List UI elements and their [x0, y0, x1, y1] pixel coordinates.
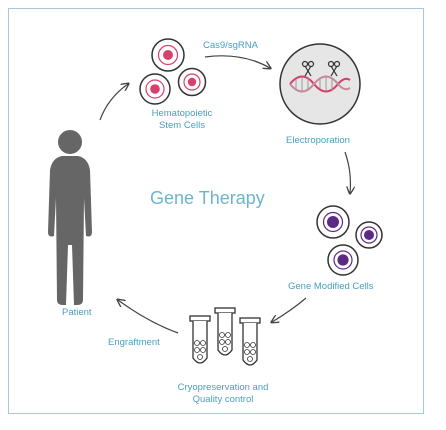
cas9-label: Cas9/sgRNA — [203, 40, 258, 51]
patient-label: Patient — [62, 307, 92, 318]
modified-cells-label: Gene Modified Cells — [288, 281, 374, 292]
stem-cell — [177, 67, 207, 97]
patient-silhouette-icon — [48, 130, 92, 305]
hsc-label-line2: Stem Cells — [159, 120, 205, 131]
arrow-patient-to-stem-cells — [99, 84, 128, 121]
scissors-icon — [327, 60, 341, 77]
stem-cell — [139, 73, 171, 105]
cryo-label: Cryopreservation and Quality control — [158, 382, 288, 406]
cryo-tube — [189, 315, 211, 364]
cryo-tube — [239, 317, 261, 366]
stem-cell — [151, 38, 185, 72]
arrow-cas9-to-electroporation — [204, 55, 270, 68]
cryo-label-line2: Quality control — [192, 394, 254, 405]
cryo-tube — [214, 307, 236, 356]
diagram-title: Gene Therapy — [150, 188, 265, 208]
cryo-label-line1: Cryopreservation and — [177, 382, 269, 393]
modified-cell — [327, 244, 359, 276]
dna-helix-icon — [289, 75, 351, 93]
modified-cell — [316, 205, 350, 239]
gene-modified-cells-icon — [316, 205, 383, 276]
hsc-label: Hematopoietic Stem Cells — [136, 108, 228, 132]
arrow-modified-to-cryo — [272, 297, 307, 322]
hematopoietic-stem-cells-icon — [139, 38, 207, 105]
engraftment-label: Engraftment — [108, 337, 160, 348]
arrow-electroporation-to-modified — [344, 151, 350, 193]
electroporation-icon — [279, 43, 361, 125]
electroporation-label: Electroporation — [286, 135, 350, 146]
scissors-icon — [301, 60, 315, 77]
cryo-tubes-icon — [189, 307, 261, 366]
hsc-label-line1: Hematopoietic — [151, 108, 213, 119]
modified-cell — [355, 221, 383, 249]
diagram-frame — [8, 8, 424, 414]
arrow-cryo-to-patient — [118, 300, 179, 334]
